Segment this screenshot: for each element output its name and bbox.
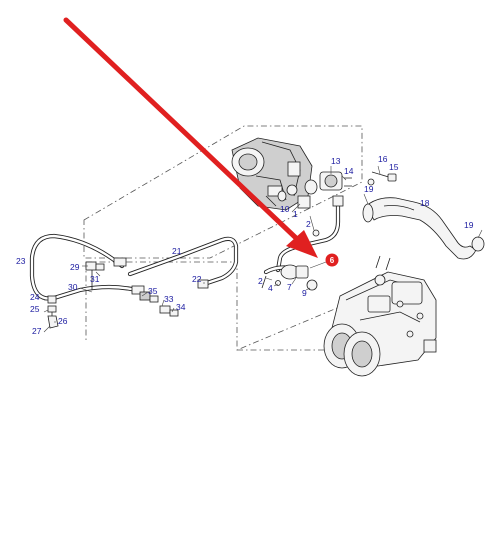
fittings-24-27 — [47, 295, 59, 329]
pipe-21 — [127, 236, 239, 289]
callout-14: 14 — [344, 166, 354, 176]
callout-13: 13 — [331, 156, 341, 166]
callout-30: 30 — [68, 282, 78, 292]
callout-18: 18 — [420, 198, 430, 208]
pipe-1 — [275, 195, 344, 273]
callout-4: 4 — [268, 283, 273, 293]
highlight-label: 6 — [330, 256, 335, 265]
callout-19-upper: 19 — [364, 184, 374, 194]
hose-18 — [362, 197, 485, 260]
callout-2-upper: 2 — [306, 219, 311, 229]
assembly-outline-upper — [83, 125, 363, 259]
callout-16: 16 — [378, 154, 388, 164]
callout-10: 10 — [280, 204, 290, 214]
callout-31: 31 — [90, 274, 100, 284]
control-valve-block — [323, 255, 437, 377]
fittings-35-33-34 — [139, 291, 179, 317]
callout-34: 34 — [176, 302, 186, 312]
callout-15: 15 — [389, 162, 399, 172]
red-pointer-arrow — [63, 17, 318, 258]
assembly-outline-lower — [85, 261, 381, 351]
callout-2-lower: 2 — [258, 276, 263, 286]
callout-9: 9 — [302, 288, 307, 298]
callout-23: 23 — [16, 256, 26, 266]
pump-flange-fittings — [277, 171, 352, 209]
highlight-badge-6: 6 — [309, 253, 339, 269]
hose-23 — [29, 233, 145, 301]
callout-22: 22 — [192, 274, 202, 284]
callout-21: 21 — [172, 246, 182, 256]
callout-33: 33 — [164, 294, 174, 304]
callout-19-right: 19 — [464, 220, 474, 230]
callout-29: 29 — [70, 262, 80, 272]
callout-35: 35 — [148, 286, 158, 296]
bolt-16-15 — [367, 171, 397, 186]
callout-labels: 13 16 15 14 19 18 19 10 1 2 21 23 29 31 … — [16, 154, 474, 336]
fitting-6-assembly — [261, 264, 318, 291]
hydraulic-pump — [231, 137, 313, 211]
callout-26: 26 — [58, 316, 68, 326]
callout-7: 7 — [287, 282, 292, 292]
callout-27: 27 — [32, 326, 42, 336]
leader-lines — [43, 165, 483, 333]
callout-24: 24 — [30, 292, 40, 302]
callout-25: 25 — [30, 304, 40, 314]
callout-1: 1 — [293, 209, 298, 219]
